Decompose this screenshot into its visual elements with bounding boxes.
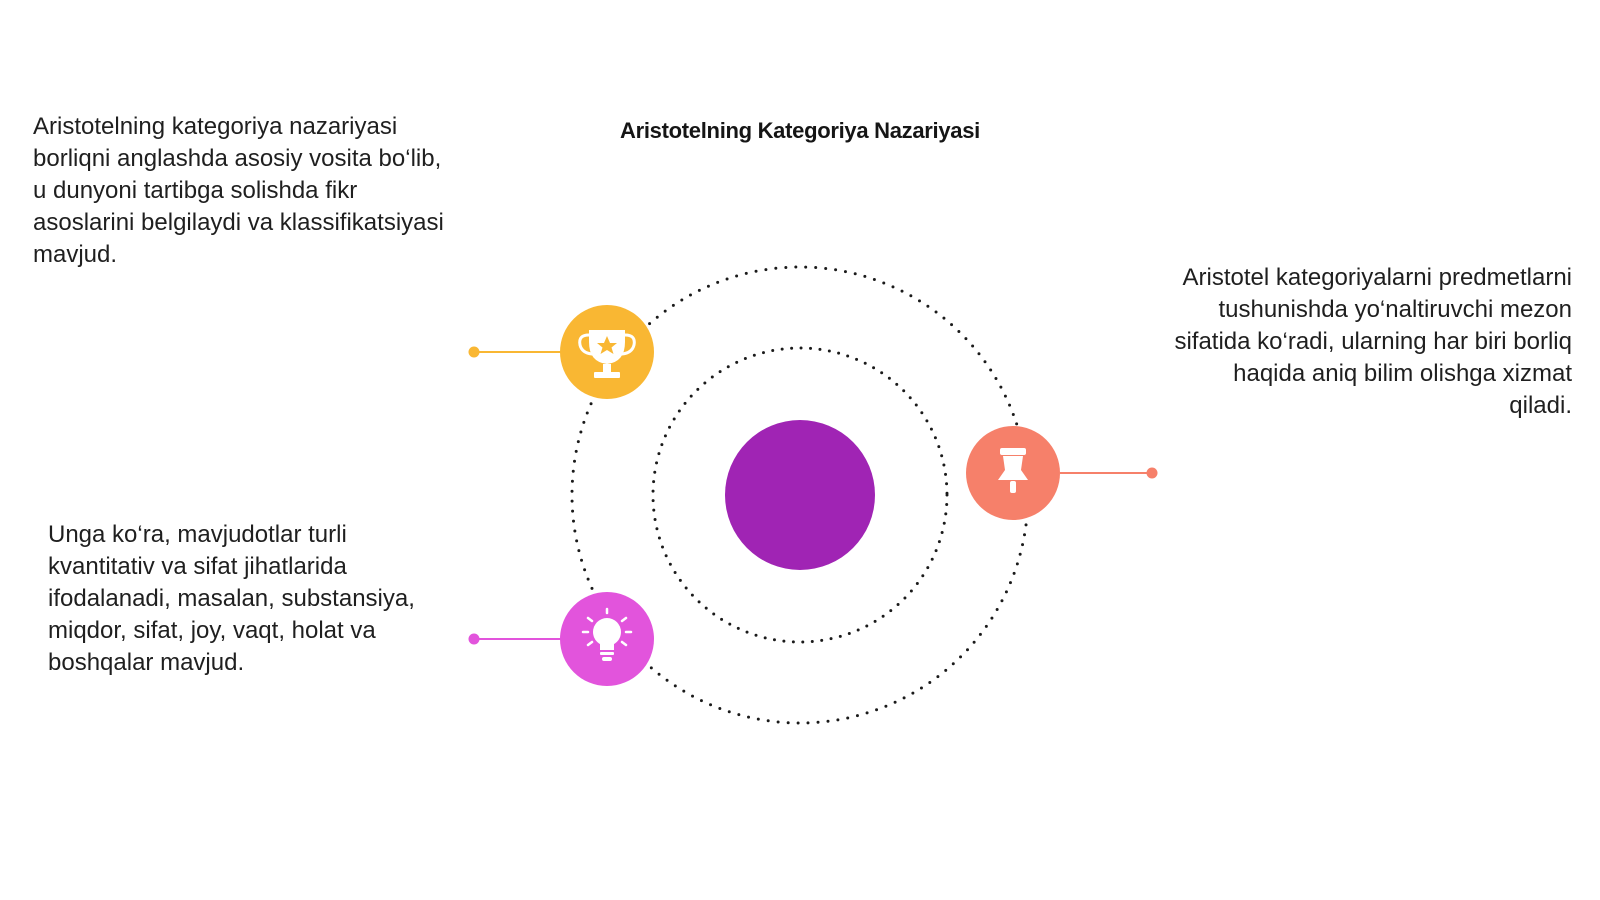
center-circle [725, 420, 875, 570]
lightbulb-node [560, 592, 654, 686]
pushpin-icon [998, 448, 1028, 493]
trophy-node [560, 305, 654, 399]
connector-trophy [468, 346, 562, 358]
lightbulb-icon [581, 607, 633, 661]
description-pushpin: Aristotel kategoriyalarni predmetlarni t… [1174, 264, 1572, 419]
trophy-icon [578, 330, 636, 378]
connector-pushpin [1060, 467, 1158, 479]
diagram-title: Aristotelning Kategoriya Nazariyasi [620, 118, 980, 143]
description-lightbulb: Unga ko‘ra, mavjudotlar turli kvantitati… [48, 521, 415, 676]
pushpin-node [966, 426, 1060, 520]
inner-orbit [651, 346, 949, 644]
connector-lightbulb [468, 633, 562, 645]
description-trophy: Aristotelning kategoriya nazariyasi borl… [33, 113, 444, 268]
